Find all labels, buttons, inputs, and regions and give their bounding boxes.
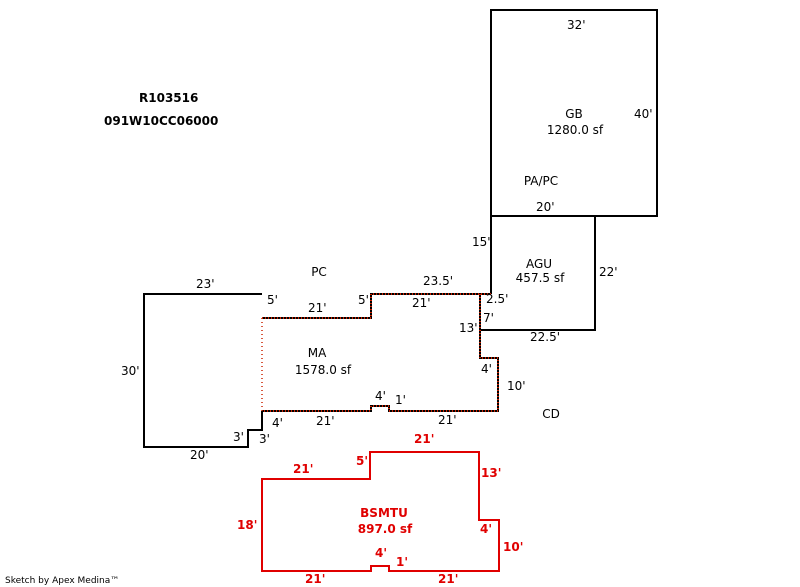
pc-outline bbox=[143, 293, 263, 448]
cd-code: CD bbox=[542, 407, 560, 421]
agu-dim-left: 15' bbox=[472, 235, 491, 249]
ma-dim-top-right: 21' bbox=[412, 296, 431, 310]
bsmtu-dim-left: 18' bbox=[237, 518, 257, 532]
bsmtu-outline bbox=[261, 451, 500, 572]
bsmtu-code: BSMTU bbox=[360, 506, 408, 520]
ma-outline-dotted bbox=[262, 293, 499, 412]
ma-dim-top-left: 21' bbox=[308, 301, 327, 315]
pc-dim-top: 23' bbox=[196, 277, 215, 291]
agu-dim-bottom: 22.5' bbox=[530, 330, 560, 344]
pc-dim-notch-h: 3' bbox=[233, 430, 244, 444]
ma-dim-bottom-right: 21' bbox=[438, 413, 457, 427]
ma-dim-top-outer: 23.5' bbox=[423, 274, 453, 288]
agu-dim-step: 2.5' bbox=[486, 292, 508, 306]
agu-area: 457.5 sf bbox=[516, 271, 565, 285]
agu-dim-step-v: 7' bbox=[483, 311, 494, 325]
bsmtu-area: 897.0 sf bbox=[358, 522, 413, 536]
bsmtu-dim-step: 5' bbox=[356, 454, 368, 468]
ma-dim-right-step: 4' bbox=[481, 362, 492, 376]
bsmtu-dim-top-left: 21' bbox=[293, 462, 313, 476]
ma-dim-bump-v: 1' bbox=[395, 393, 406, 407]
agu-dim-right: 22' bbox=[599, 265, 618, 279]
bsmtu-dim-bottom-right: 21' bbox=[438, 572, 458, 586]
pc-dim-notch-v: 3' bbox=[259, 432, 270, 446]
parcel-id: R103516 bbox=[139, 91, 198, 105]
bsmtu-dim-bump-h: 4' bbox=[375, 546, 387, 560]
bsmtu-dim-bottom-left: 21' bbox=[305, 572, 325, 586]
ma-dim-bottom-left: 21' bbox=[316, 414, 335, 428]
gb-dim-top: 32' bbox=[567, 18, 586, 32]
agu-code: AGU bbox=[526, 257, 552, 271]
agu-outline bbox=[480, 215, 596, 331]
bsmtu-dim-right-step: 4' bbox=[480, 522, 492, 536]
gb-area: 1280.0 sf bbox=[547, 123, 604, 137]
ma-dim-bump-h: 4' bbox=[375, 389, 386, 403]
ma-dim-step: 5' bbox=[358, 293, 369, 307]
ma-dim-right-lower: 10' bbox=[507, 379, 526, 393]
pc-dim-corner: 5' bbox=[267, 293, 278, 307]
bsmtu-dim-top-right: 21' bbox=[414, 432, 434, 446]
ma-dim-left-step: 4' bbox=[272, 416, 283, 430]
ma-area: 1578.0 sf bbox=[295, 363, 352, 377]
ma-code: MA bbox=[308, 346, 327, 360]
gb-code: GB bbox=[565, 107, 583, 121]
bsmtu-dim-right-lower: 10' bbox=[503, 540, 523, 554]
gb-dim-bottom: 20' bbox=[536, 200, 555, 214]
ma-dim-right-upper: 13' bbox=[459, 321, 478, 335]
pc-dim-left: 30' bbox=[121, 364, 140, 378]
pc-dim-bottom: 20' bbox=[190, 448, 209, 462]
sketch-credit: Sketch by Apex Medina™ bbox=[5, 576, 119, 586]
bsmtu-dim-bump-v: 1' bbox=[396, 555, 408, 569]
pc-code: PC bbox=[311, 265, 327, 279]
gb-dim-right: 40' bbox=[634, 107, 653, 121]
pa-pc-code: PA/PC bbox=[524, 174, 558, 188]
map-number: 091W10CC06000 bbox=[104, 114, 218, 128]
bsmtu-dim-right-upper: 13' bbox=[481, 466, 501, 480]
